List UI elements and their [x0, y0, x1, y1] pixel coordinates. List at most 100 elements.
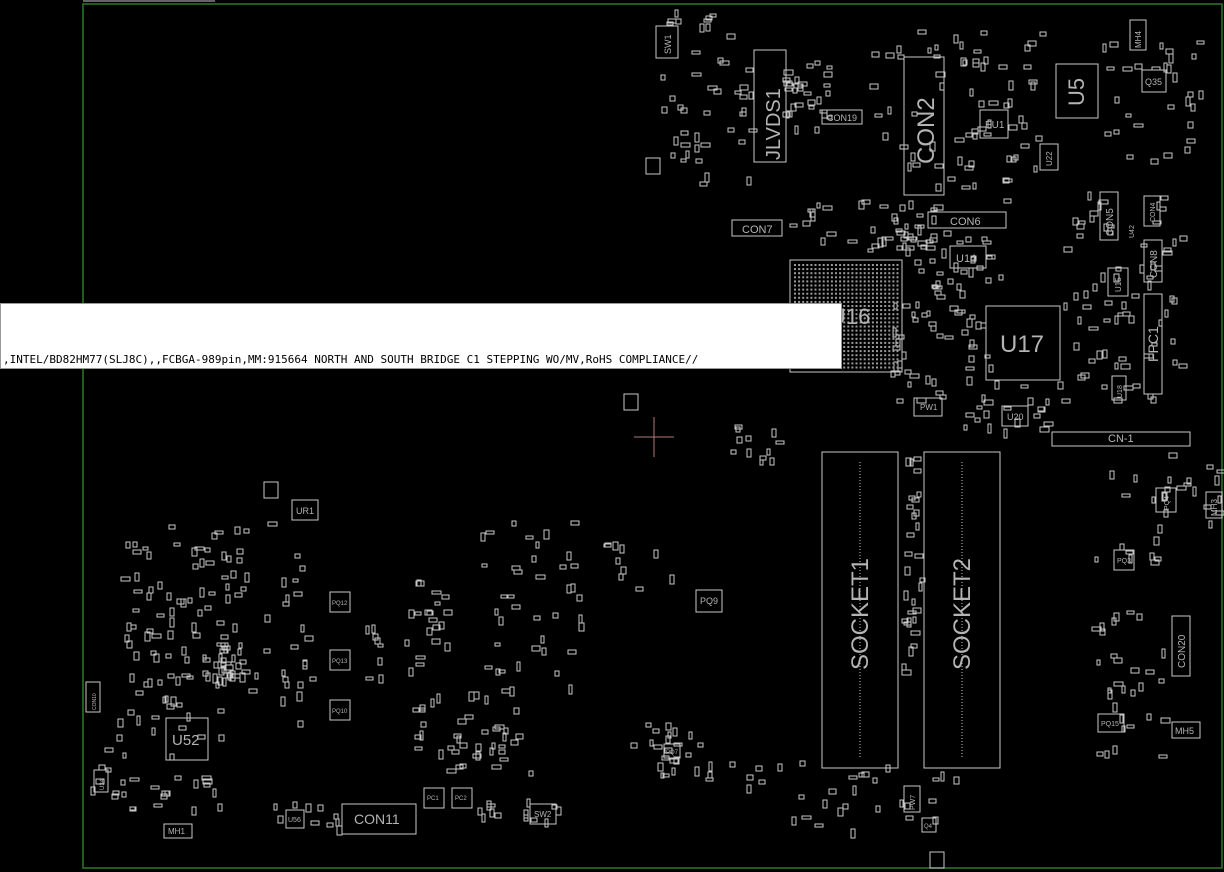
- u5-chip[interactable]: [1055, 63, 1099, 119]
- bga-ball: [863, 366, 866, 369]
- smd-pad: [1185, 96, 1191, 107]
- smd-pad: [882, 132, 889, 141]
- pq7-component[interactable]: [663, 743, 681, 759]
- mh5-hole[interactable]: [1171, 721, 1201, 739]
- bga-ball: [884, 354, 887, 357]
- smd-pad: [620, 566, 627, 575]
- bga-ball: [863, 337, 866, 340]
- smd-pad: [459, 763, 467, 769]
- pq4-component[interactable]: [1155, 487, 1177, 513]
- bga-ball: [876, 309, 878, 312]
- bga-ball: [871, 309, 874, 312]
- bga-ball: [814, 280, 817, 283]
- smd-pad: [901, 618, 909, 624]
- con10-connector[interactable]: [85, 681, 101, 713]
- pc2-component[interactable]: [451, 787, 473, 809]
- mh3-hole[interactable]: [1205, 491, 1223, 519]
- smd-pad: [1172, 238, 1177, 247]
- u20-chip[interactable]: [1001, 405, 1029, 427]
- smd-pad: [1151, 342, 1158, 347]
- pq12-component[interactable]: [329, 591, 351, 613]
- bga-ball: [863, 346, 866, 348]
- sw1-switch[interactable]: [655, 25, 679, 59]
- q35-component[interactable]: [1141, 69, 1167, 93]
- smd-pad: [786, 110, 793, 118]
- smd-pad: [953, 34, 959, 44]
- u15-chip[interactable]: [1107, 267, 1129, 297]
- bga-ball: [892, 350, 895, 353]
- smd-pad: [157, 581, 163, 590]
- sw2-switch[interactable]: [529, 803, 557, 825]
- con11-connector[interactable]: [341, 803, 417, 835]
- u17-chip[interactable]: [985, 305, 1061, 381]
- label-con19: CON19: [827, 113, 857, 123]
- bga-ball: [794, 284, 796, 287]
- jlvds1-connector[interactable]: [753, 49, 787, 163]
- smd-pad: [239, 659, 247, 665]
- socket2-slot[interactable]: [923, 451, 1001, 769]
- smd-pad: [217, 708, 225, 714]
- bga-ball: [859, 284, 862, 287]
- con6-connector[interactable]: [927, 211, 1007, 229]
- bga-ball: [880, 276, 883, 279]
- smd-pad: [142, 546, 149, 551]
- bga-ball: [892, 321, 895, 324]
- bga-ball: [871, 272, 874, 275]
- label-u17: U17: [1000, 331, 1044, 358]
- pq15-component[interactable]: [1097, 713, 1125, 733]
- pw1-component[interactable]: [913, 397, 943, 417]
- fpc1-connector[interactable]: [1143, 293, 1163, 395]
- u34-chip[interactable]: [93, 769, 109, 793]
- pc1-component[interactable]: [423, 787, 445, 809]
- ur1-chip[interactable]: [291, 499, 319, 521]
- con5-connector[interactable]: [1099, 191, 1119, 241]
- smd-pad: [1164, 309, 1169, 318]
- u22-chip[interactable]: [1039, 143, 1059, 171]
- bga-ball: [810, 284, 813, 287]
- bga-ball: [884, 296, 887, 299]
- con19-connector[interactable]: [821, 109, 863, 125]
- smd-pad: [887, 106, 892, 115]
- bga-ball: [855, 350, 858, 353]
- pq13-component[interactable]: [329, 649, 351, 671]
- bga-ball: [835, 276, 837, 279]
- con8-connector[interactable]: [1143, 239, 1163, 283]
- bga-ball: [859, 325, 862, 328]
- con20-connector[interactable]: [1171, 615, 1191, 677]
- bga-ball: [859, 276, 862, 279]
- bga-ball: [892, 268, 895, 271]
- smd-pad: [657, 762, 664, 772]
- bga-ball: [867, 268, 870, 271]
- mh4-hole[interactable]: [1129, 19, 1147, 51]
- smd-pad: [928, 321, 937, 327]
- cn1-connector[interactable]: [1051, 431, 1191, 447]
- smd-pad: [940, 771, 945, 782]
- smd-pad: [129, 806, 136, 811]
- mh1-hole[interactable]: [163, 823, 193, 839]
- q4-component[interactable]: [921, 817, 937, 833]
- pw7-component[interactable]: [903, 785, 921, 813]
- smd-pad: [132, 549, 142, 555]
- u56-chip[interactable]: [285, 809, 305, 829]
- u18-chip[interactable]: [1111, 375, 1127, 401]
- pq10-component[interactable]: [329, 699, 351, 721]
- bga-ball: [826, 280, 829, 283]
- pq3-component[interactable]: [1113, 549, 1135, 571]
- u14-chip[interactable]: [949, 245, 987, 269]
- smd-pad: [477, 807, 483, 816]
- con4-connector[interactable]: [1143, 195, 1161, 227]
- eu1-chip[interactable]: [979, 109, 1009, 139]
- u52-chip[interactable]: [165, 717, 209, 761]
- pq9-component[interactable]: [695, 589, 723, 613]
- smd-pad: [707, 85, 718, 91]
- con7-connector[interactable]: [731, 219, 783, 237]
- bga-ball: [855, 276, 858, 279]
- con2-connector[interactable]: [903, 56, 945, 196]
- smd-pad: [943, 230, 952, 237]
- bga-ball: [826, 292, 829, 295]
- bga-ball: [843, 292, 846, 295]
- socket1-slot[interactable]: [821, 451, 899, 769]
- label-pq4: PQ4: [1164, 496, 1171, 510]
- smd-pad: [903, 590, 909, 601]
